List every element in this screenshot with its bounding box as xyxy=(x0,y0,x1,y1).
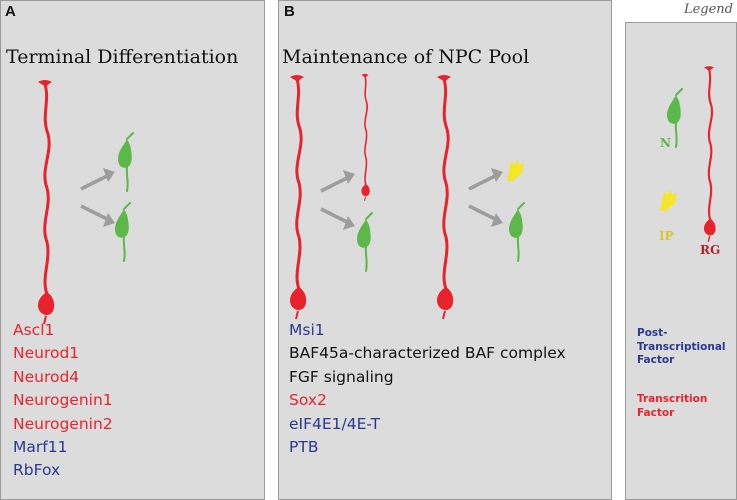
intermediate-progenitor-cell xyxy=(660,190,677,211)
factor-item: eIF4E1/4E-T xyxy=(289,414,381,433)
factor-item: PTB xyxy=(289,438,319,457)
panel-a-factor-list: Ascl1 Neurod1 Neurod4 Neurogenin1 Neurog… xyxy=(13,319,113,483)
legend-post-transcriptional: Post-Transcriptional Factor xyxy=(637,327,726,366)
factor-item: Neurogenin2 xyxy=(13,414,113,433)
panel-b: B Maintenance of NPC Pool Msi1 BAF45a-ch… xyxy=(278,0,612,500)
neuron-cell xyxy=(117,132,134,192)
factor-item: Marf11 xyxy=(13,438,68,457)
legend-neuron-label: N xyxy=(660,136,671,150)
factor-item: Msi1 xyxy=(289,321,325,339)
factor-item: FGF signaling xyxy=(289,367,394,386)
factor-item: Neurod4 xyxy=(13,367,80,386)
neuron-cell xyxy=(114,202,131,262)
panel-a-label: A xyxy=(5,3,16,20)
arrow-icon xyxy=(79,204,117,229)
factor-item: Ascl1 xyxy=(13,321,55,339)
legend-panel: N IP RG Post-Transcriptional Factor Tran… xyxy=(625,22,737,500)
neuron-cell xyxy=(508,202,525,262)
factor-item: Neurod1 xyxy=(13,344,80,363)
factor-item: RbFox xyxy=(13,461,61,480)
factor-item: Neurogenin1 xyxy=(13,391,113,410)
panel-b-factor-list: Msi1 BAF45a-characterized BAF complex FG… xyxy=(289,319,566,459)
arrow-icon xyxy=(79,166,117,191)
radial-glia-cell xyxy=(36,78,56,326)
legend-ip-label: IP xyxy=(659,229,674,243)
legend-diagram xyxy=(660,65,717,243)
legend-rg-label: RG xyxy=(700,243,721,257)
panel-b-title: Maintenance of NPC Pool xyxy=(282,46,530,68)
arrow-icon xyxy=(467,204,505,229)
radial-glia-cell xyxy=(435,73,455,321)
radial-glia-cell xyxy=(360,73,371,202)
factor-item: BAF45a-characterized BAF complex xyxy=(289,344,566,363)
neuron-cell xyxy=(356,212,373,272)
legend-transcription: Transcrition Factor xyxy=(637,393,708,419)
panel-b-diagram xyxy=(288,73,525,321)
arrow-icon xyxy=(319,207,357,232)
arrow-icon xyxy=(467,166,505,191)
legend-title: Legend xyxy=(683,2,733,17)
radial-glia-cell xyxy=(288,73,308,321)
panel-b-label: B xyxy=(284,3,295,20)
radial-glia-cell xyxy=(702,65,717,243)
panel-a-title: Terminal Differentiation xyxy=(6,46,239,68)
arrow-icon xyxy=(319,168,357,193)
intermediate-progenitor-cell xyxy=(507,160,524,181)
panel-a: A Terminal Differentiation Ascl1 Neurod1… xyxy=(0,0,265,500)
panel-a-diagram xyxy=(36,78,134,326)
factor-item: Sox2 xyxy=(289,391,327,410)
